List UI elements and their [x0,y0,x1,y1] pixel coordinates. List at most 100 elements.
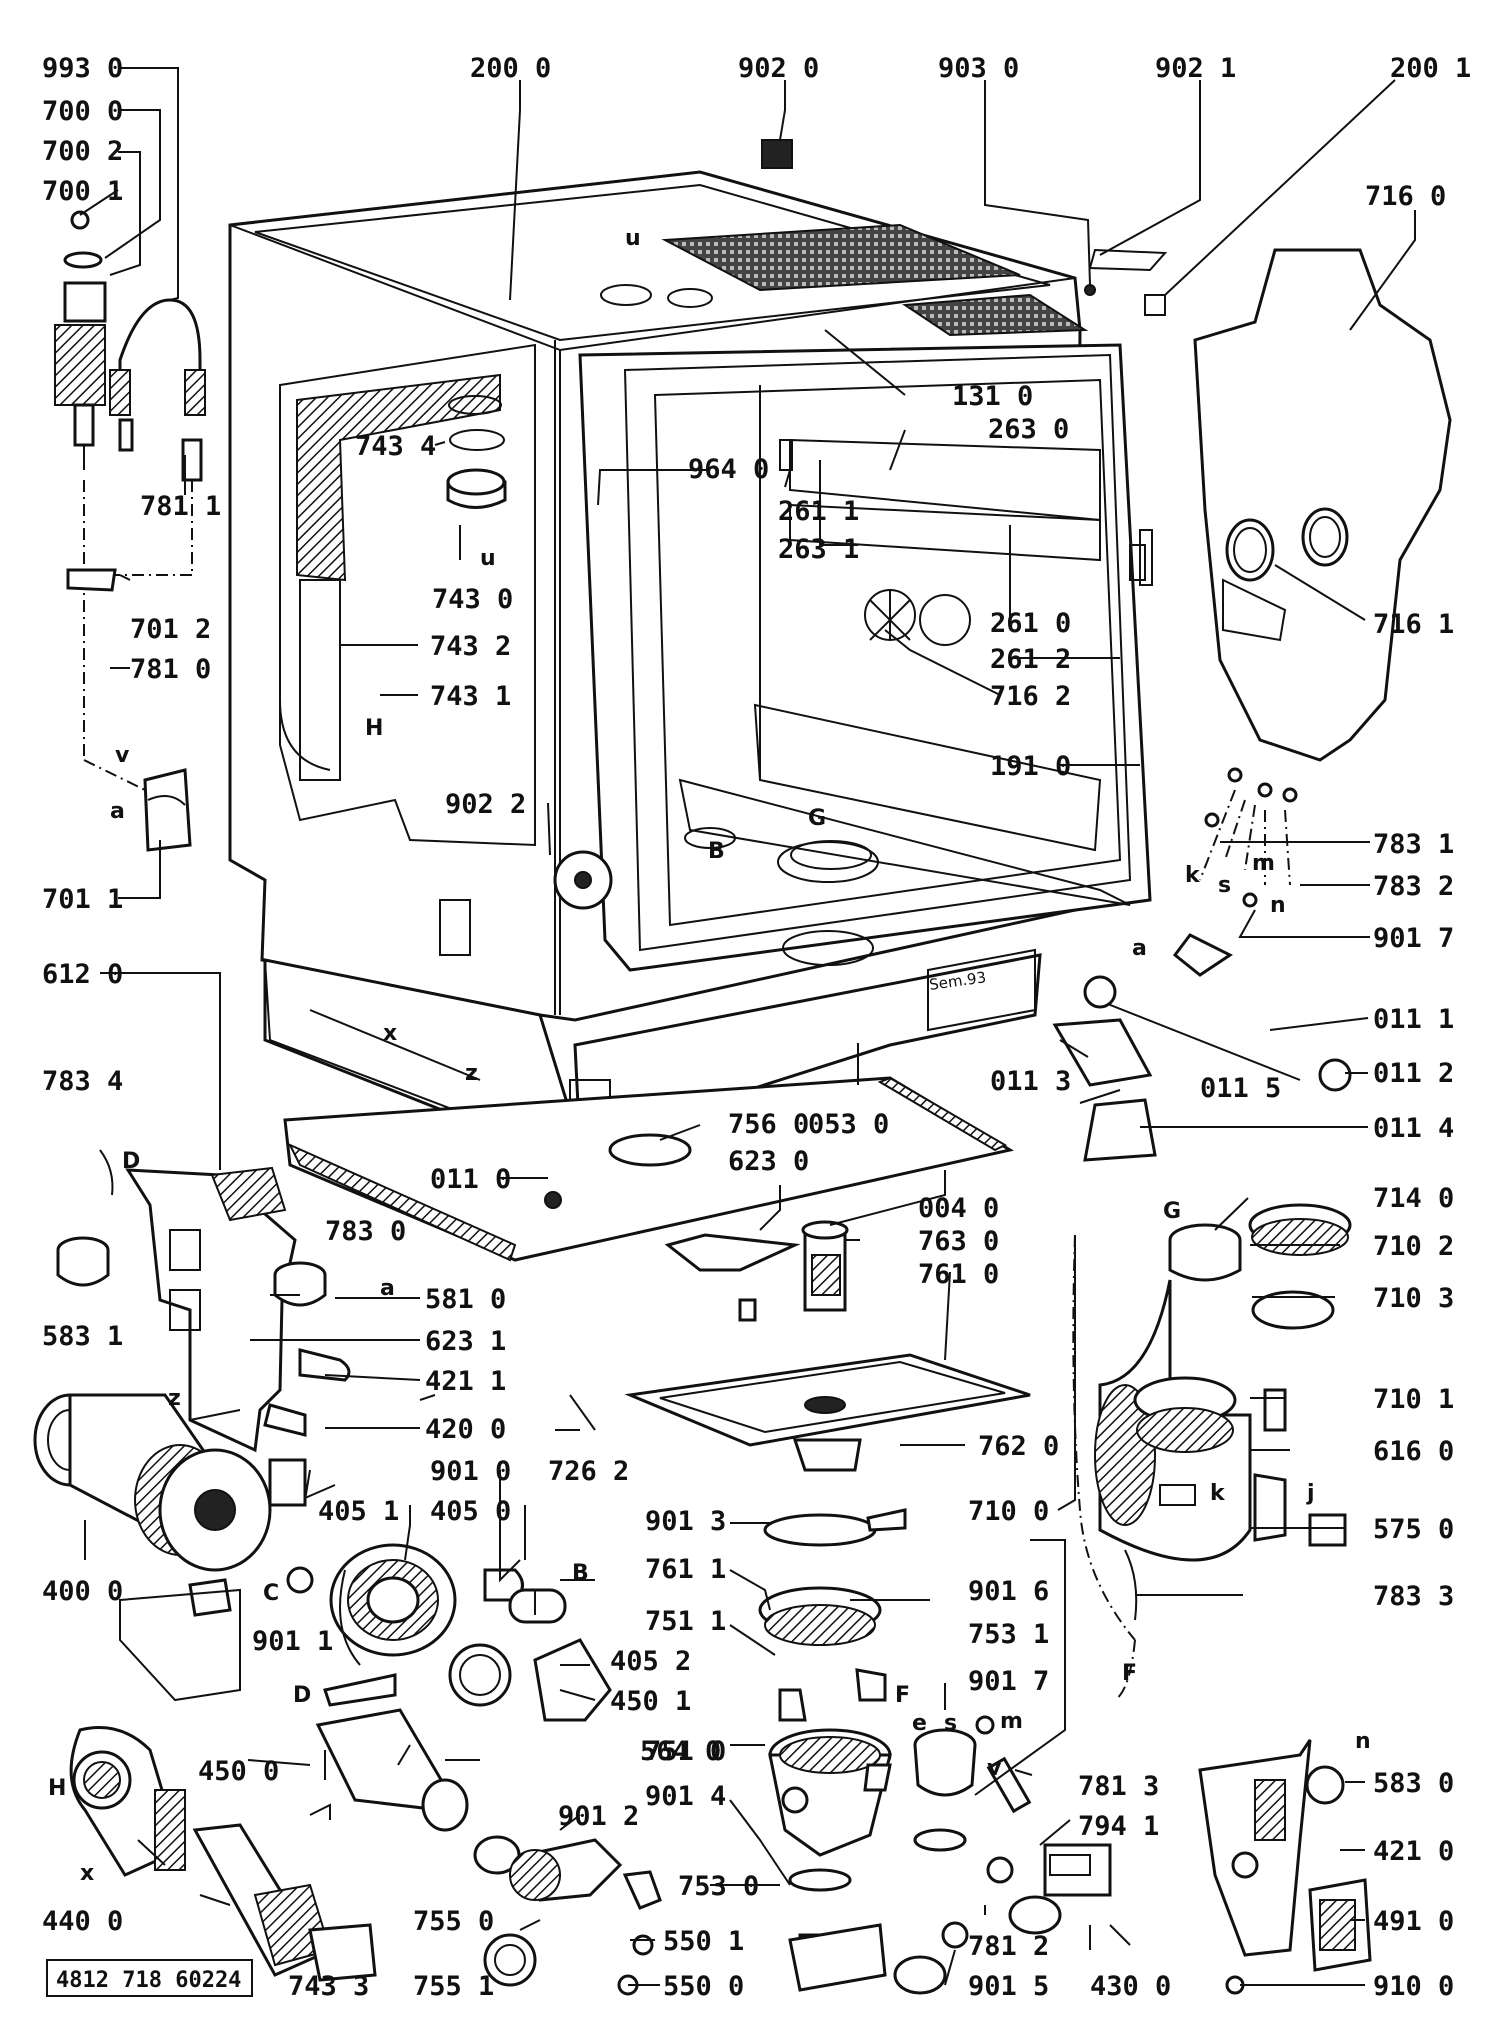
letter-marker: G [1163,1199,1181,1224]
part-callout: 700 2 [42,136,123,167]
part-callout: 901 7 [1373,923,1454,954]
part-callout: 783 0 [325,1216,406,1247]
part-callout: 901 7 [968,1666,1049,1697]
part-callout: 761 0 [918,1259,999,1290]
part-callout: 583 0 [1373,1768,1454,1799]
part-callout: 450 0 [198,1756,279,1787]
part-callout: 751 1 [645,1606,726,1637]
part-callout: 902 2 [445,789,526,820]
inlet-valve [913,1715,1112,1949]
part-callout: 781 2 [968,1931,1049,1962]
water-level-switch-assembly [54,210,206,852]
part-callout: 781 0 [130,654,211,685]
letter-marker: m [1252,851,1275,876]
letter-marker: x [80,1861,94,1886]
part-callout: 004 0 [918,1193,999,1224]
part-callout: 751 0 [645,1736,726,1767]
part-callout: 261 2 [990,644,1071,675]
pressure-switch [56,1149,114,1287]
part-callout: 400 0 [42,1576,123,1607]
letter-marker: C [263,1581,279,1606]
letter-marker: u [480,546,496,571]
part-callout: 902 1 [1155,53,1236,84]
part-callout: 550 1 [663,1926,744,1957]
circulation-pump-motor [323,1543,612,1722]
part-callout: 903 0 [938,53,1019,84]
part-callout: 440 0 [42,1906,123,1937]
cabinet-left-side-panel [279,343,613,956]
thermostat-switch [273,1261,327,1307]
part-callout: 753 0 [678,1871,759,1902]
part-callout: 910 0 [1373,1971,1454,2002]
letter-marker: D [122,1149,140,1174]
part-callout: 726 2 [548,1456,629,1487]
letter-marker: F [895,1683,910,1708]
part-callout: 701 1 [42,884,123,915]
letter-markers: u u H v a B G x z k s m n a D a z C B G … [48,226,1371,1886]
letter-marker: H [48,1776,66,1801]
part-callout: 450 1 [610,1686,691,1717]
electronic-module-right [1198,1739,1372,1995]
part-callout: 191 0 [990,751,1071,782]
letter-marker: D [293,1683,311,1708]
leader-lines [79,67,1416,1986]
part-callout: 743 3 [288,1971,369,2002]
part-callout: 564 0 [640,1736,721,1767]
part-callout: 901 3 [645,1506,726,1537]
part-callout: 263 0 [988,414,1069,445]
part-callout: 902 0 [738,53,819,84]
letter-marker: v [987,1756,1002,1781]
letter-marker: s [944,1711,957,1736]
part-callout: 901 6 [968,1576,1049,1607]
part-callout: 261 1 [778,496,859,527]
letter-marker: u [625,226,641,251]
water-softener-unit [1094,1203,1352,1621]
part-callout: 011 5 [1200,1073,1281,1104]
part-callout: 261 0 [990,608,1071,639]
heating-element-sensor [263,1348,351,1437]
letter-marker: B [708,839,725,864]
part-callout: 623 0 [728,1146,809,1177]
base-plate [283,1076,1014,1262]
part-callout: 716 1 [1373,609,1454,640]
part-callout: 710 1 [1373,1384,1454,1415]
part-callout: 743 4 [355,431,436,462]
part-callout: 491 0 [1373,1906,1454,1937]
part-callout: 761 1 [645,1554,726,1585]
filter-basket [664,1220,849,1322]
part-callout: 781 1 [140,491,221,522]
part-callout: 011 4 [1373,1113,1454,1144]
blower-fan [69,1726,186,1877]
part-callout: 743 0 [432,584,513,615]
part-callout: 753 1 [968,1619,1049,1650]
part-callout: 011 0 [430,1164,511,1195]
letter-marker: j [1306,1481,1315,1506]
part-callout: 623 1 [425,1326,506,1357]
part-callout: 011 1 [1373,1004,1454,1035]
part-callout: 783 1 [1373,829,1454,860]
part-callout: 263 1 [778,534,859,565]
letter-marker: e [912,1711,927,1736]
letter-marker: n [1270,893,1286,918]
part-callout: 710 2 [1373,1231,1454,1262]
part-callout: 701 2 [130,614,211,645]
letter-marker: k [1185,863,1201,888]
part-callout: 756 0 [728,1109,809,1140]
part-callout: 743 1 [430,681,511,712]
part-callout: 405 1 [318,1496,399,1527]
part-callout: 710 0 [968,1496,1049,1527]
part-callout: 700 0 [42,96,123,127]
part-callout: 581 0 [425,1284,506,1315]
part-callout: 053 0 [808,1109,889,1140]
part-callout: 575 0 [1373,1514,1454,1545]
part-callout: 421 0 [1373,1836,1454,1867]
drain-hose-link [1072,1234,1136,1701]
part-callout: 011 3 [990,1066,1071,1097]
control-panel-bracket [125,1166,297,1453]
letter-marker: a [110,799,125,824]
part-callout: 710 3 [1373,1283,1454,1314]
part-callout: 714 0 [1373,1183,1454,1214]
letter-marker: k [1210,1481,1226,1506]
heating-element [1052,933,1352,1162]
drain-pump-motor [33,1393,314,1702]
